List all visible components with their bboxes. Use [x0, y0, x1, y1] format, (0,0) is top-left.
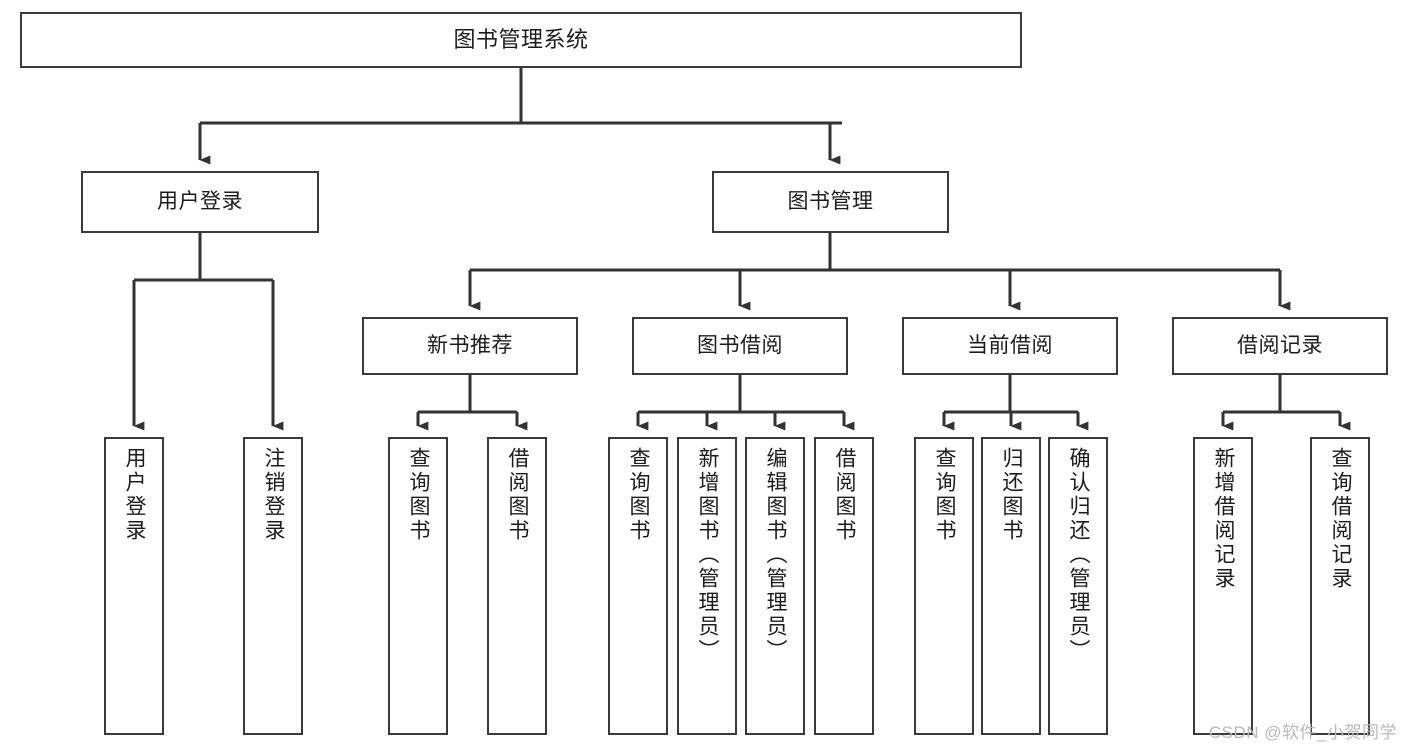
leaf-query-book-new-label: 查询图书	[407, 447, 431, 543]
leaf-confirm-return-admin[interactable]: 确认归还（管理员）	[1048, 437, 1108, 735]
node-borrow-records-label: 借阅记录	[1237, 334, 1323, 358]
node-current-borrow-label: 当前借阅	[967, 334, 1053, 358]
node-user-login-label: 用户登录	[157, 190, 243, 214]
leaf-query-book-borrow-label: 查询图书	[627, 447, 651, 543]
leaf-query-book-new[interactable]: 查询图书	[388, 437, 448, 735]
leaf-borrow-book-new-label: 借阅图书	[506, 447, 530, 543]
node-borrow-records[interactable]: 借阅记录	[1172, 317, 1388, 375]
leaf-add-borrow-record[interactable]: 新增借阅记录	[1193, 437, 1253, 735]
node-user-login[interactable]: 用户登录	[81, 171, 319, 233]
leaf-user-logout-label: 注销登录	[262, 447, 286, 543]
leaf-user-login[interactable]: 用户登录	[104, 437, 164, 735]
leaf-user-logout[interactable]: 注销登录	[243, 437, 303, 735]
watermark-text: CSDN @软件_小贺同学	[1208, 723, 1397, 742]
node-root[interactable]: 图书管理系统	[20, 12, 1022, 68]
leaf-borrow-book[interactable]: 借阅图书	[814, 437, 874, 735]
leaf-return-book-label: 归还图书	[1000, 447, 1024, 543]
leaf-query-book-borrow[interactable]: 查询图书	[608, 437, 668, 735]
node-new-book-recommend[interactable]: 新书推荐	[362, 317, 578, 375]
node-book-borrow-label: 图书借阅	[697, 334, 783, 358]
leaf-confirm-return-admin-label: 确认归还（管理员）	[1067, 447, 1091, 663]
leaf-add-book-admin-label: 新增图书（管理员）	[696, 447, 720, 663]
leaf-add-book-admin[interactable]: 新增图书（管理员）	[677, 437, 737, 735]
node-root-label: 图书管理系统	[453, 26, 589, 52]
leaf-query-book-current[interactable]: 查询图书	[914, 437, 974, 735]
node-book-management[interactable]: 图书管理	[712, 171, 949, 233]
leaf-query-book-current-label: 查询图书	[933, 447, 957, 543]
leaf-edit-book-admin[interactable]: 编辑图书（管理员）	[745, 437, 805, 735]
node-book-management-label: 图书管理	[787, 190, 874, 214]
node-new-book-recommend-label: 新书推荐	[427, 334, 513, 358]
leaf-user-login-label: 用户登录	[123, 447, 147, 543]
node-book-borrow[interactable]: 图书借阅	[632, 317, 848, 375]
leaf-borrow-book-new[interactable]: 借阅图书	[487, 437, 547, 735]
leaf-return-book[interactable]: 归还图书	[981, 437, 1041, 735]
leaf-query-borrow-record[interactable]: 查询借阅记录	[1310, 437, 1370, 735]
node-current-borrow[interactable]: 当前借阅	[902, 317, 1118, 375]
leaf-add-borrow-record-label: 新增借阅记录	[1212, 447, 1236, 591]
leaf-edit-book-admin-label: 编辑图书（管理员）	[764, 447, 788, 663]
leaf-query-borrow-record-label: 查询借阅记录	[1329, 447, 1353, 591]
leaf-borrow-book-label: 借阅图书	[833, 447, 857, 543]
